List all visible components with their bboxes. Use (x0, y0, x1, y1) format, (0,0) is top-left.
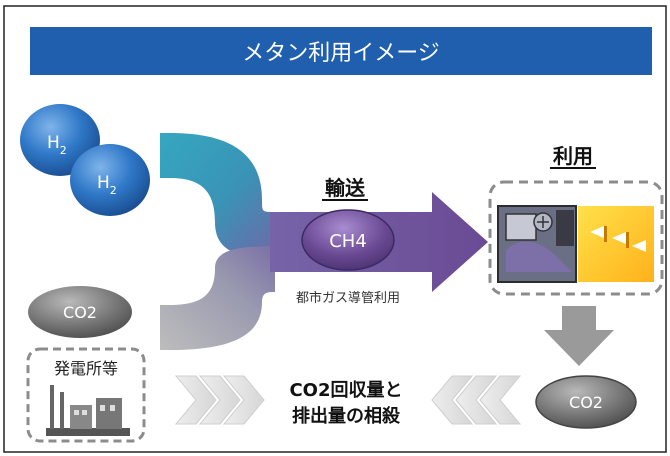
h2-bottom-base: H (97, 173, 110, 193)
co2-input-label: CO2 (63, 303, 97, 322)
h2-bottom-sub: 2 (110, 184, 117, 197)
h2-top-sub: 2 (60, 144, 67, 157)
panel-image (578, 206, 654, 282)
co2-output-ellipse (535, 375, 637, 429)
header-title: メタン利用イメージ (242, 41, 440, 66)
svg-text:H2: H2 (47, 133, 67, 157)
down-arrow (544, 306, 614, 366)
power-plant-label: 発電所等 (54, 359, 118, 378)
power-plant-box (26, 347, 146, 443)
ch4-label: CH4 (329, 231, 367, 252)
power-plant-icon (46, 385, 130, 436)
svg-text:H2: H2 (97, 173, 117, 197)
transport-method: 都市ガス導管利用 (296, 290, 400, 306)
offset-line2: 排出量の相殺 (292, 405, 401, 427)
transport-heading: 輸送 (325, 176, 366, 200)
co2-output-label: CO2 (569, 393, 603, 412)
hydrogen-pipe (160, 133, 275, 258)
engine-image (497, 205, 577, 283)
offset-line1: CO2回収量と (289, 379, 402, 401)
header-bar (30, 27, 652, 75)
chevrons-left (431, 375, 522, 425)
co2-input-ellipse (28, 286, 132, 338)
use-heading: 利用 (553, 144, 593, 168)
h2-top-base: H (47, 133, 60, 153)
chevrons-right (174, 375, 265, 425)
h2-sphere-bottom (70, 144, 150, 216)
ch4-ellipse (301, 209, 395, 271)
co2-pipe (160, 246, 275, 350)
